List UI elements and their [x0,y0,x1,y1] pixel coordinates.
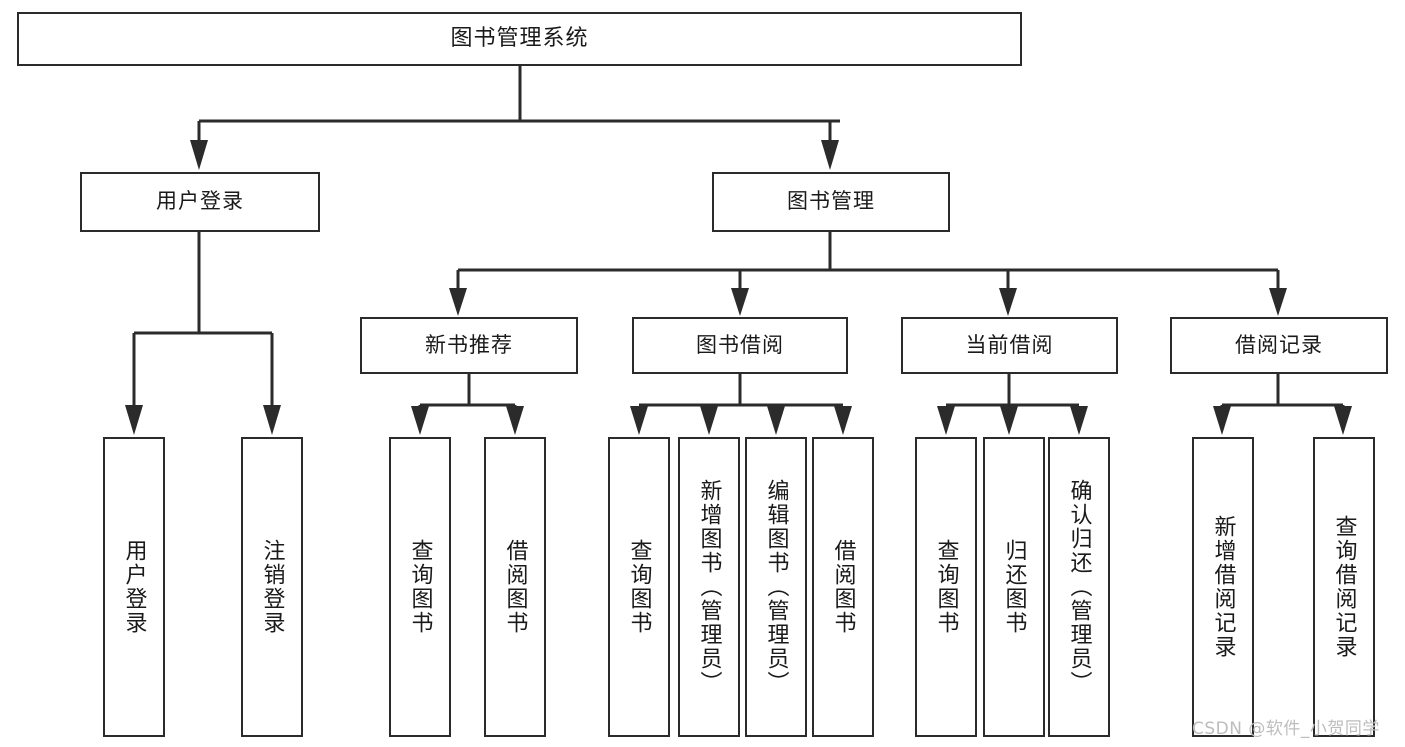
node-leaf-add-record-label: 新增借阅记录 [1210,515,1236,659]
node-book-manage-label: 图书管理 [787,189,875,214]
watermark-text: CSDN @软件_小贺同学 [1192,719,1380,739]
node-leaf-borrow-book-2[interactable]: 借阅图书 [812,437,874,737]
node-leaf-user-login-label: 用户登录 [121,539,147,635]
node-current-borrow[interactable]: 当前借阅 [901,317,1118,374]
node-leaf-logout[interactable]: 注销登录 [241,437,303,737]
node-leaf-user-login[interactable]: 用户登录 [103,437,165,737]
node-leaf-query-book-2[interactable]: 查询图书 [608,437,670,737]
node-leaf-confirm-return-label: 确认归还（管理员） [1066,479,1092,695]
node-user-login-label: 用户登录 [156,189,244,214]
node-leaf-logout-label: 注销登录 [259,539,285,635]
node-leaf-edit-book[interactable]: 编辑图书（管理员） [745,437,807,737]
node-leaf-add-book-label: 新增图书（管理员） [696,479,722,695]
node-leaf-add-record[interactable]: 新增借阅记录 [1192,437,1254,737]
node-borrow-record-label: 借阅记录 [1235,332,1323,357]
node-leaf-borrow-book-1-label: 借阅图书 [502,539,528,635]
node-leaf-return-book-label: 归还图书 [1001,539,1027,635]
node-book-borrow-label: 图书借阅 [696,332,784,357]
node-new-book-recommend-label: 新书推荐 [425,332,513,357]
node-leaf-borrow-book-1[interactable]: 借阅图书 [484,437,546,737]
node-book-borrow[interactable]: 图书借阅 [632,317,848,374]
node-leaf-query-book-3-label: 查询图书 [933,539,959,635]
node-leaf-borrow-book-2-label: 借阅图书 [830,539,856,635]
node-leaf-return-book[interactable]: 归还图书 [983,437,1045,737]
node-current-borrow-label: 当前借阅 [965,332,1054,357]
node-user-login[interactable]: 用户登录 [80,172,320,232]
node-borrow-record[interactable]: 借阅记录 [1170,317,1388,374]
node-leaf-query-book-1[interactable]: 查询图书 [389,437,451,737]
node-leaf-query-record[interactable]: 查询借阅记录 [1313,437,1375,737]
node-leaf-query-record-label: 查询借阅记录 [1331,515,1357,659]
node-book-manage[interactable]: 图书管理 [712,172,950,232]
node-root[interactable]: 图书管理系统 [17,12,1022,66]
node-leaf-query-book-2-label: 查询图书 [626,539,652,635]
node-leaf-query-book-1-label: 查询图书 [407,539,433,635]
node-leaf-confirm-return[interactable]: 确认归还（管理员） [1048,437,1110,737]
node-leaf-edit-book-label: 编辑图书（管理员） [763,479,789,695]
node-new-book-recommend[interactable]: 新书推荐 [360,317,578,374]
node-leaf-query-book-3[interactable]: 查询图书 [915,437,977,737]
node-leaf-add-book[interactable]: 新增图书（管理员） [678,437,740,737]
node-root-label: 图书管理系统 [450,25,589,51]
